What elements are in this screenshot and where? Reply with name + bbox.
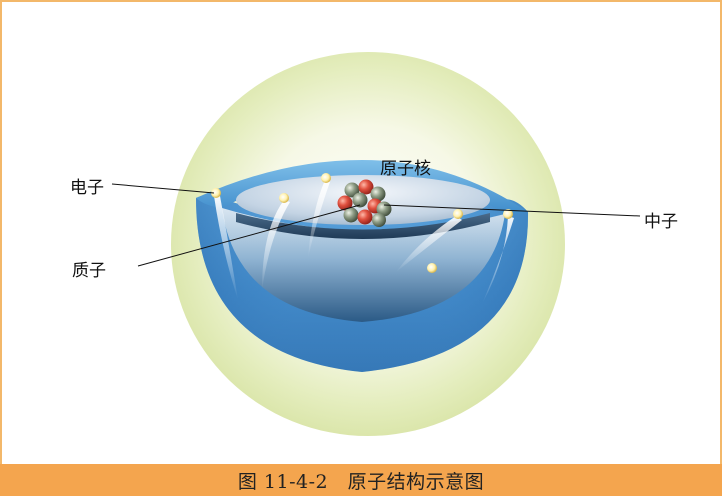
electron [427, 263, 437, 273]
neutron [343, 207, 359, 223]
electron [321, 173, 331, 183]
neutron [372, 213, 386, 227]
electron-label: 电子 [70, 178, 104, 198]
electron [453, 209, 463, 219]
proton-leader-line [137, 204, 361, 267]
electron-trail [308, 180, 330, 258]
leader-lines [111, 183, 641, 267]
electrons [211, 173, 513, 273]
electron-trail [214, 196, 238, 300]
electron-trail [396, 216, 462, 272]
electron-trail [482, 216, 514, 304]
electron [503, 209, 513, 219]
neutron [352, 192, 368, 208]
nucleus-label: 原子核 [380, 159, 431, 179]
neutron [344, 182, 360, 198]
shell-rim [196, 160, 528, 214]
electron-trails [214, 180, 514, 304]
figure-caption: 图 11-4-2 原子结构示意图 [237, 470, 485, 493]
proton [337, 195, 353, 211]
atom-structure-diagram [111, 52, 641, 436]
neutron-leader-line [383, 204, 641, 217]
electron-trail [262, 200, 290, 290]
caption-bar: 图 11-4-2 原子结构示意图 [0, 464, 722, 496]
electron [211, 188, 221, 198]
nucleus [337, 179, 392, 227]
cross-section-disc-edge [236, 213, 490, 239]
neutron-label: 中子 [644, 212, 678, 232]
electron [279, 193, 289, 203]
proton-label: 质子 [72, 261, 106, 281]
electron-leader-line [111, 183, 215, 194]
neutron [370, 186, 386, 202]
proton [358, 179, 374, 195]
proton [357, 209, 373, 225]
